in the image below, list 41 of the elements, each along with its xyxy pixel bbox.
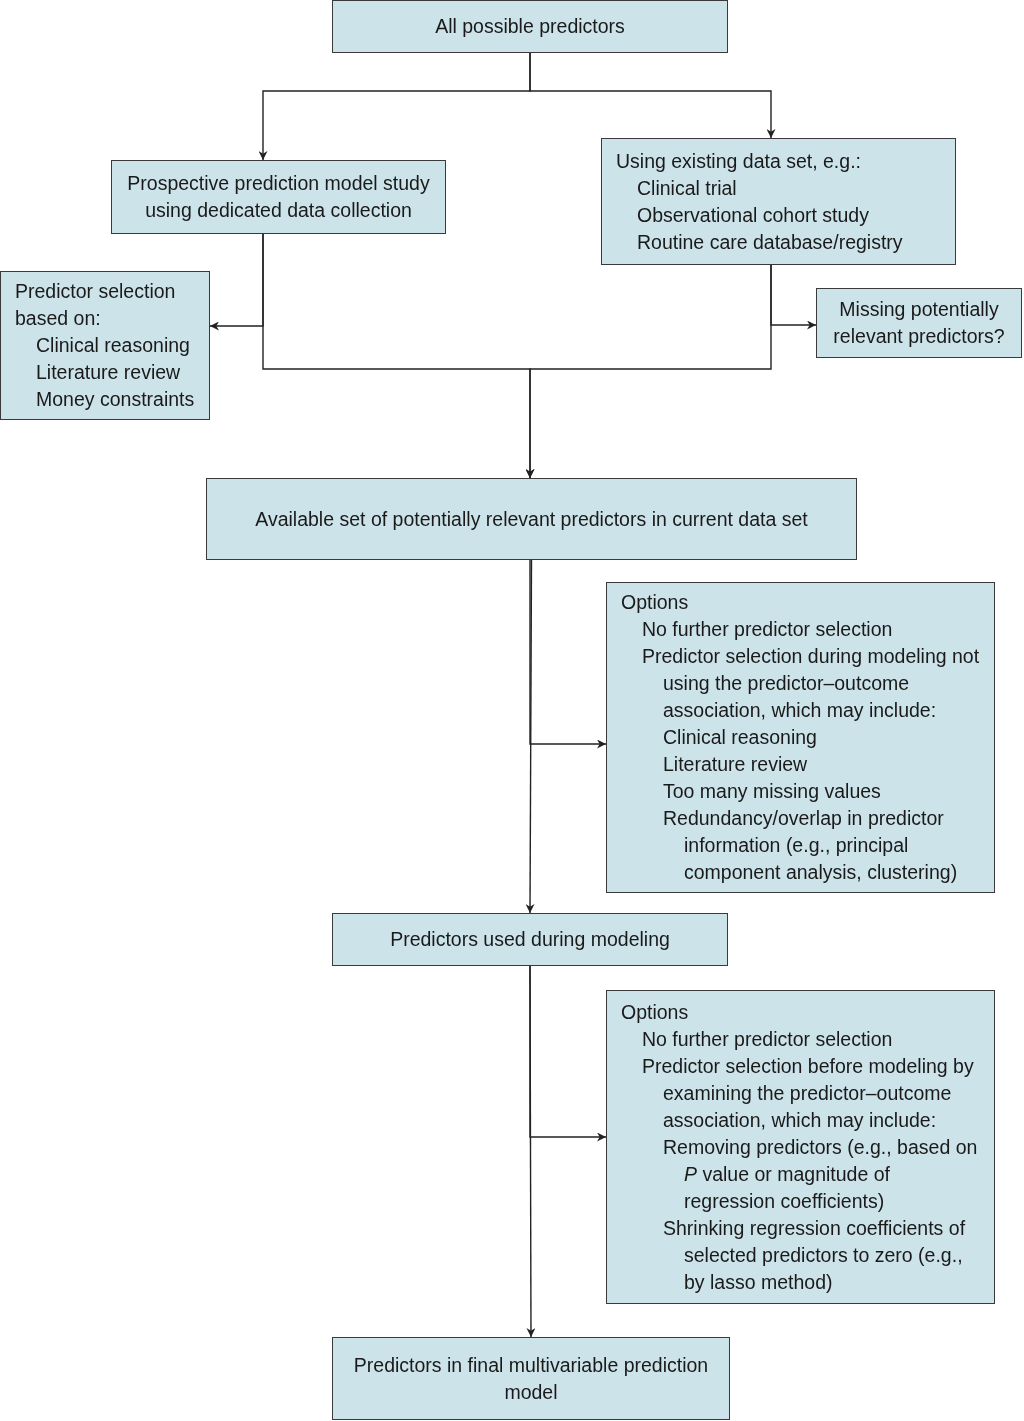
process-box [816, 288, 1022, 358]
box-text: Literature review [662, 752, 809, 777]
box-text: Clinical reasoning [662, 725, 818, 750]
box-text: Clinical reasoning [35, 333, 191, 358]
box-text: Money constraints [35, 387, 195, 412]
connector-arrow [525, 264, 772, 479]
process-box [206, 478, 857, 560]
box-text: Predictors used during modeling [390, 927, 670, 952]
process-box [606, 582, 995, 893]
box-text: Predictors in final multivariable prediction model [352, 1352, 710, 1405]
box-text: Routine care database/registry [636, 229, 904, 255]
process-box [606, 990, 995, 1304]
process-box [111, 160, 446, 234]
box-text: Missing potentially relevant predictors? [832, 297, 1006, 349]
box-text: Clinical trial [636, 175, 738, 201]
box-text: Literature review [35, 360, 182, 385]
box-text: Available set of potentially relevant predictors in current data set [255, 506, 808, 532]
process-box [0, 271, 210, 420]
connector-arrow [529, 559, 607, 749]
box-text: Predictor selection before modeling by examining the predictor–outcome association, which may include: [641, 1053, 975, 1133]
box-text: Redundancy/overlap in predictor information (e.g., principal component analysis, clustering) [662, 806, 959, 885]
box-text: Removing predictors (e.g., based on P value or magnitude of regression coefficients) [662, 1134, 979, 1214]
box-text: No further predictor selection [641, 1026, 894, 1052]
box-text: Options [621, 999, 690, 1025]
box-text: Predictor selection based on: [15, 279, 177, 331]
box-text: Options [621, 590, 690, 615]
connector-arrow [526, 965, 536, 1338]
box-text: Predictor selection during modeling not using the predictor–outcome association, which may include: [641, 644, 980, 723]
box-text: Shrinking regression coefficients of selected predictors to zero (e.g., by lasso method) [662, 1215, 967, 1295]
box-text: Too many missing values [662, 779, 882, 804]
connector-arrow [525, 559, 535, 914]
process-box [601, 138, 956, 265]
box-text: Using existing data set, e.g.: [616, 148, 862, 174]
box-text: No further predictor selection [641, 617, 894, 642]
box-text: Observational cohort study [636, 202, 870, 228]
box-text: Prospective prediction model study using dedicated data collection [126, 171, 431, 223]
box-text: All possible predictors [435, 14, 625, 39]
connector-arrow [529, 52, 776, 139]
process-box [332, 0, 728, 53]
process-box [332, 1337, 730, 1420]
process-box [332, 913, 728, 966]
